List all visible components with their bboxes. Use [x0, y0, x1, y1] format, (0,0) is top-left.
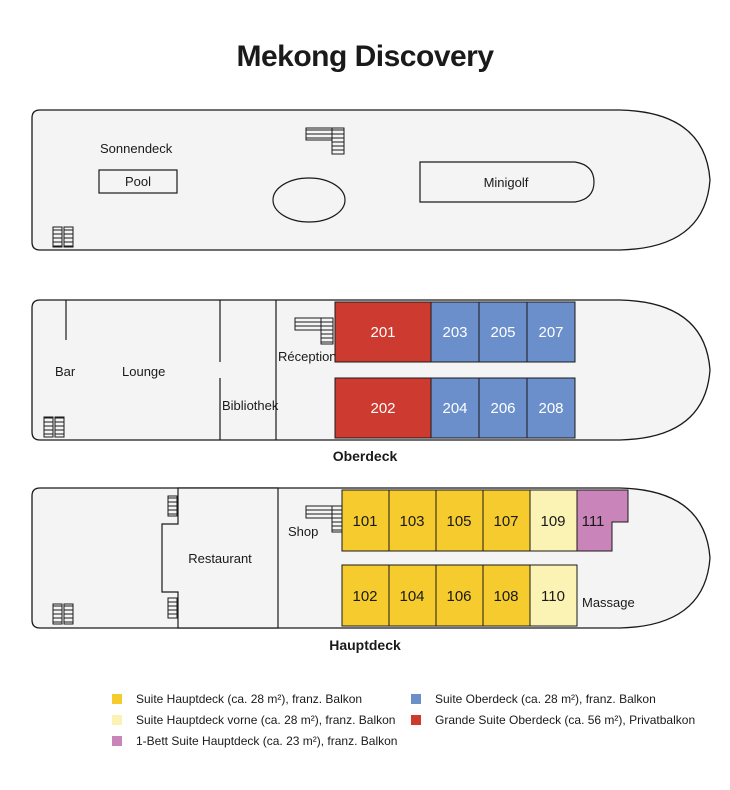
cabin-label: 108: [493, 588, 518, 605]
stairs-icon: [294, 317, 334, 345]
sun-deck-hull: [31, 109, 711, 251]
cabin-label: 208: [538, 400, 563, 417]
cabin-label: 107: [493, 513, 518, 530]
cabin-label: 203: [442, 324, 467, 341]
stairs-icon: [167, 597, 178, 619]
cabin-label: 111: [582, 513, 605, 530]
bar-label: Bar: [55, 364, 76, 379]
legend-item: Grande Suite Oberdeck (ca. 56 m²), Priva…: [411, 713, 695, 727]
cabin-207[interactable]: [526, 301, 576, 363]
legend-swatch: [411, 715, 421, 725]
stairs-icon: [167, 495, 178, 517]
cabin-label: 104: [399, 588, 424, 605]
cabin-204[interactable]: [430, 377, 480, 439]
legend-item: Suite Oberdeck (ca. 28 m²), franz. Balko…: [411, 692, 656, 706]
cabin-label: 101: [352, 513, 377, 530]
legend-item: Suite Hauptdeck (ca. 28 m²), franz. Balk…: [112, 692, 362, 706]
page-title: Mekong Discovery: [236, 40, 494, 73]
main-deck: Restaurant Shop Massage 101 103: [31, 487, 711, 653]
upper-deck-label: Oberdeck: [333, 448, 398, 464]
cabin-label: 110: [541, 588, 565, 605]
minigolf-label: Minigolf: [484, 175, 529, 190]
pool-label: Pool: [125, 174, 151, 189]
cabin-label: 206: [490, 400, 515, 417]
cabin-107[interactable]: [482, 489, 531, 552]
cabin-label: 205: [490, 324, 515, 341]
cabin-106[interactable]: [435, 564, 484, 627]
cabin-label: 204: [442, 400, 467, 417]
upper-deck: Bar Lounge Bibliothek Réception 201 203 …: [31, 299, 711, 464]
pool: [98, 169, 178, 194]
stairs-icon: [52, 226, 74, 248]
cabin-203[interactable]: [430, 301, 480, 363]
legend-item: Suite Hauptdeck vorne (ca. 28 m²), franz…: [112, 713, 395, 727]
reception-label: Réception: [278, 349, 337, 364]
main-deck-label: Hauptdeck: [329, 637, 401, 653]
shop-label: Shop: [288, 524, 318, 539]
legend-label: Grande Suite Oberdeck (ca. 56 m²), Priva…: [435, 713, 696, 727]
legend-label: Suite Hauptdeck (ca. 28 m²), franz. Balk…: [136, 692, 363, 706]
sun-deck: Sonnendeck Pool Minigolf: [31, 109, 711, 251]
cabin-101[interactable]: [341, 489, 390, 552]
cabin-103[interactable]: [388, 489, 437, 552]
cabin-label: 105: [446, 513, 471, 530]
library-label: Bibliothek: [222, 398, 279, 413]
restaurant-label: Restaurant: [188, 551, 252, 566]
stairs-icon: [305, 127, 345, 155]
cabin-label: 102: [352, 588, 377, 605]
stairs-icon: [305, 505, 345, 533]
cabin-202[interactable]: [334, 377, 432, 439]
legend-item: 1-Bett Suite Hauptdeck (ca. 23 m²), fran…: [112, 734, 397, 748]
cabin-104[interactable]: [388, 564, 437, 627]
massage-label: Massage: [582, 595, 635, 610]
cabin-label: 207: [538, 324, 563, 341]
cabin-label: 109: [540, 513, 565, 530]
stairs-icon: [52, 603, 74, 625]
cabin-108[interactable]: [482, 564, 531, 627]
lounge-label: Lounge: [122, 364, 165, 379]
restaurant-room: [161, 487, 279, 629]
cabin-label: 202: [370, 400, 395, 417]
sun-deck-label: Sonnendeck: [100, 141, 173, 156]
cabin-111[interactable]: [576, 489, 629, 552]
cabin-label: 103: [399, 513, 424, 530]
minigolf: [419, 161, 595, 203]
cabin-label: 106: [446, 588, 471, 605]
cabin-201[interactable]: [334, 301, 432, 363]
legend-label: Suite Oberdeck (ca. 28 m²), franz. Balko…: [435, 692, 656, 706]
legend-label: Suite Hauptdeck vorne (ca. 28 m²), franz…: [136, 713, 396, 727]
legend-label: 1-Bett Suite Hauptdeck (ca. 23 m²), fran…: [136, 734, 398, 748]
cabin-label: 201: [370, 324, 395, 341]
legend-swatch: [112, 694, 122, 704]
cabin-208[interactable]: [526, 377, 576, 439]
cabin-205[interactable]: [478, 301, 528, 363]
cabin-109[interactable]: [529, 489, 578, 552]
legend-swatch: [411, 694, 421, 704]
legend-swatch: [112, 715, 122, 725]
legend-swatch: [112, 736, 122, 746]
cabin-110[interactable]: [529, 564, 578, 627]
cabin-206[interactable]: [478, 377, 528, 439]
stairs-icon: [43, 416, 65, 438]
sun-deck-deck-area: [272, 177, 346, 223]
